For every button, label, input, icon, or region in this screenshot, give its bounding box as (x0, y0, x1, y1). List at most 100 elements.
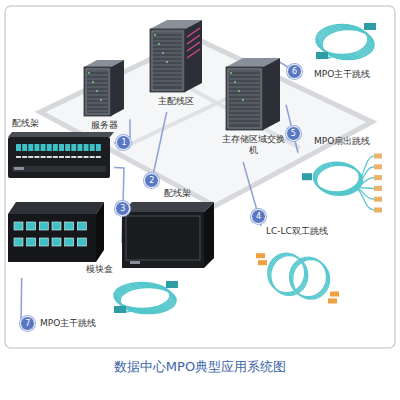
callout-number: 7 (20, 316, 35, 331)
equipment-label: MPO主干跳线 (314, 69, 388, 80)
lc-connector (374, 208, 382, 213)
status-light (230, 72, 232, 74)
box-logo (130, 261, 140, 264)
panel-port (16, 144, 21, 151)
panel-port (53, 144, 58, 151)
lc-connector (374, 186, 382, 191)
rack-unit (153, 81, 182, 82)
equipment-label: 主配线区 (147, 96, 205, 107)
rack-unit (153, 49, 182, 50)
rack-side (263, 58, 280, 130)
panel-strip (12, 166, 106, 172)
lc-connector (328, 298, 337, 303)
status-light (162, 52, 164, 54)
cassette-port (39, 222, 48, 230)
panel-tag (90, 156, 95, 158)
panel-tag (84, 156, 89, 158)
diagram-title: 数据中心MPO典型应用系统图 (0, 359, 400, 375)
equipment-node: 配线架 (122, 188, 216, 270)
cassette-front (8, 214, 96, 262)
equipment-label: 模块盒 (86, 264, 122, 275)
rack-unit (229, 119, 260, 120)
fanout-leg (353, 156, 374, 187)
status-light (238, 90, 240, 92)
rack-door (86, 69, 109, 114)
rack-unit (153, 41, 182, 42)
cable-tail (126, 310, 132, 312)
rack-side (185, 20, 202, 92)
rack-unit (87, 83, 108, 84)
rack-unit (229, 83, 260, 84)
cassette-port (27, 238, 36, 246)
equipment-node: 模块盒 (8, 200, 122, 278)
rack-unit (87, 107, 108, 108)
rack-unit (153, 45, 182, 46)
status-light (100, 99, 102, 101)
panel-port (90, 144, 95, 151)
rack-front (150, 29, 185, 92)
equipment-illustration (122, 202, 214, 268)
equipment-illustration (302, 150, 384, 218)
cassette-top (8, 202, 104, 214)
rack-unit (87, 71, 108, 72)
panel-front (8, 137, 110, 178)
fanout-leg (353, 178, 374, 188)
panel-port (41, 144, 46, 151)
box-side (204, 202, 214, 268)
equipment-label: 服务器 (80, 120, 128, 131)
equipment-node: LC-LC双工跳线 (252, 226, 346, 308)
equipment-illustration (8, 132, 114, 178)
equipment-illustration (314, 20, 376, 64)
equipment-node: 主存储区域交换机 (220, 58, 286, 162)
status-light (92, 81, 94, 83)
rack-unit (229, 99, 260, 100)
rack-unit (87, 99, 108, 100)
box-top (122, 202, 214, 212)
panel-port (71, 144, 76, 151)
cassette-port (27, 222, 36, 230)
cassette-port (39, 238, 48, 246)
rack-unit (87, 95, 108, 96)
cassette-port (14, 238, 23, 246)
callout-number: 5 (286, 126, 301, 141)
cassette-port (65, 238, 74, 246)
cable-loop (316, 165, 362, 195)
equipment-node: 服务器 (78, 60, 130, 134)
rack-front (226, 67, 263, 130)
equipment-node: MPO主干跳线 (300, 20, 388, 84)
rack-front (84, 67, 111, 116)
rack-unit (229, 87, 260, 88)
rack-unit (153, 73, 182, 74)
lc-connector (258, 260, 267, 265)
panel-tag (34, 156, 39, 158)
equipment-node: 配线架 (8, 118, 114, 180)
panel-tag (65, 156, 70, 158)
rack-unit (87, 79, 108, 80)
rack-unit (229, 123, 260, 124)
panel-port (47, 144, 52, 151)
panel-tag (16, 156, 21, 158)
picture-frame (5, 6, 395, 348)
fanout-leg (353, 167, 374, 188)
rack-unit (87, 75, 108, 76)
status-light (96, 90, 98, 92)
equipment-illustration (150, 20, 202, 92)
equipment-label: LC-LC双工跳线 (266, 226, 346, 237)
panel-logo (14, 167, 24, 170)
mpo-connector (364, 23, 376, 30)
cable-loop (322, 30, 374, 60)
cassette-port (65, 222, 74, 230)
equipment-label: 主存储区域交换机 (220, 134, 286, 156)
rack-unit (229, 107, 260, 108)
panel-port (34, 144, 39, 151)
cable-loop (292, 259, 329, 299)
status-light (158, 43, 160, 45)
rack-unit (153, 53, 182, 54)
cassette-port (52, 238, 61, 246)
rack-unit (87, 91, 108, 92)
rack-unit (153, 77, 182, 78)
rack-unit (229, 71, 260, 72)
lc-connector (374, 197, 382, 202)
